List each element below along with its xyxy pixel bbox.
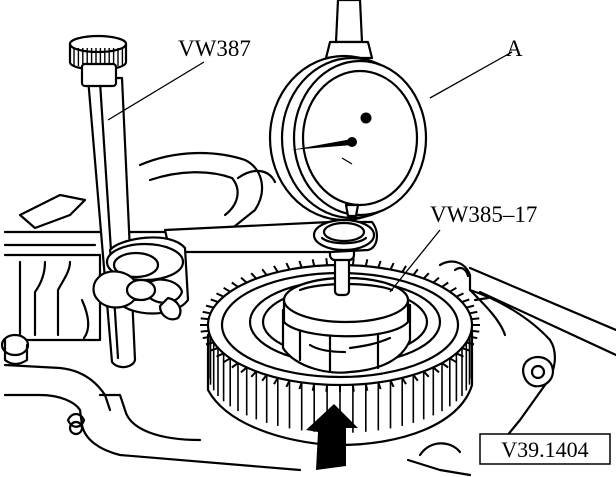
figure-reference: V39.1404 bbox=[479, 433, 611, 465]
holder-arm bbox=[163, 218, 378, 254]
gear-tooth bbox=[351, 258, 355, 266]
gear-tooth bbox=[461, 298, 470, 303]
gear-tooth bbox=[466, 304, 475, 309]
gear-tooth bbox=[469, 310, 478, 315]
gear-tooth bbox=[223, 357, 231, 364]
gear-tooth bbox=[471, 317, 480, 321]
gear-tooth bbox=[449, 286, 457, 293]
gear-tooth bbox=[455, 352, 464, 358]
leader-a bbox=[429, 51, 513, 99]
needle-pivot-top bbox=[360, 112, 372, 124]
gear-tooth bbox=[216, 292, 225, 298]
gear-tooth bbox=[250, 272, 258, 280]
gear-tooth bbox=[231, 281, 239, 288]
gear-tooth bbox=[200, 317, 209, 321]
gear-tooth bbox=[240, 366, 248, 374]
label-vw387: VW387 bbox=[178, 36, 251, 61]
gear-tooth bbox=[432, 276, 440, 284]
gear-tooth bbox=[250, 370, 258, 378]
gear-tooth bbox=[455, 292, 464, 298]
gear-tooth bbox=[223, 286, 231, 293]
figure-ref-text: V39.1404 bbox=[501, 437, 588, 462]
gear-tooth bbox=[210, 298, 219, 303]
label-a: A bbox=[506, 36, 523, 61]
leader-vw385-17 bbox=[389, 229, 441, 293]
gauge-needle bbox=[291, 139, 352, 150]
adaptor-vw385-17 bbox=[282, 276, 410, 338]
gear-tooth bbox=[461, 347, 470, 352]
gear-tooth bbox=[200, 329, 209, 333]
gear-tooth bbox=[441, 362, 449, 369]
gear-tooth bbox=[432, 366, 440, 374]
gear-tooth bbox=[240, 276, 248, 284]
gear-tooth bbox=[422, 370, 430, 378]
magnetic-stand-vw387 bbox=[68, 34, 190, 369]
leader-lines bbox=[107, 51, 513, 293]
gear-tooth bbox=[325, 258, 329, 266]
gear-tooth bbox=[441, 281, 449, 288]
gear-tooth bbox=[469, 335, 478, 340]
leader-vw387 bbox=[107, 61, 205, 121]
transmission-housing bbox=[0, 151, 616, 477]
gear-tooth bbox=[202, 310, 211, 315]
gear-tooth bbox=[231, 362, 239, 369]
label-vw385-17: VW385–17 bbox=[430, 202, 537, 227]
dial-gauge bbox=[268, 0, 428, 222]
gear-tooth bbox=[205, 304, 214, 309]
gear-tooth bbox=[449, 357, 457, 364]
gear-tooth bbox=[422, 272, 430, 280]
up-right-arrow-icon bbox=[306, 404, 358, 470]
